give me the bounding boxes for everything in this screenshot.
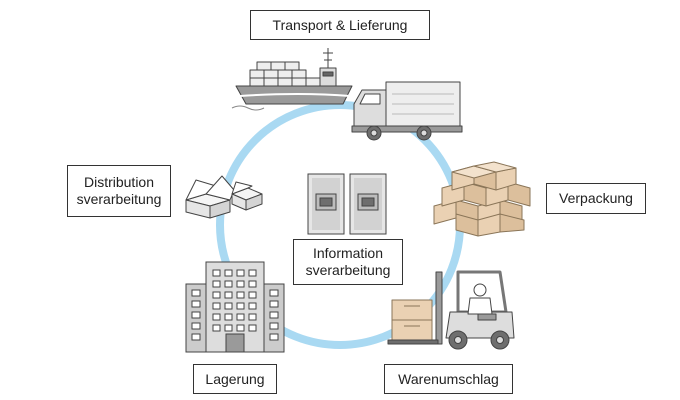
building-window <box>191 300 201 308</box>
building-window <box>236 313 245 321</box>
building-window <box>224 313 233 321</box>
label-lagerung-text: Lagerung <box>205 370 265 387</box>
label-verpackung-text: Verpackung <box>559 190 633 206</box>
label-distribution-text: Distribution sverarbeitung <box>76 174 162 207</box>
building-window <box>224 291 233 299</box>
warehouse-building-icon <box>185 261 285 353</box>
label-verpackung: Verpackung <box>546 183 646 214</box>
ship-icon <box>231 48 353 111</box>
building-window <box>248 324 257 332</box>
building-window <box>248 280 257 288</box>
building-window <box>269 322 279 330</box>
building-window <box>212 302 221 310</box>
label-lagerung: Lagerung <box>193 364 277 394</box>
label-warenumschlag-text: Warenumschlag <box>398 370 499 387</box>
building-window <box>224 324 233 332</box>
truck-icon <box>351 81 463 141</box>
building-window <box>212 269 221 277</box>
building-window <box>224 280 233 288</box>
building-window <box>248 313 257 321</box>
building-window <box>269 289 279 297</box>
building-window <box>269 300 279 308</box>
building-window <box>191 333 201 341</box>
building-window <box>212 313 221 321</box>
building-window <box>236 291 245 299</box>
boxes-stack-icon <box>433 161 531 237</box>
building-window <box>236 269 245 277</box>
building-window <box>248 291 257 299</box>
label-information-text: Information sverarbeitung <box>305 245 391 278</box>
building-window <box>191 289 201 297</box>
building-window <box>248 302 257 310</box>
building-window <box>236 324 245 332</box>
building-window <box>212 280 221 288</box>
label-informationsverarbeitung: Information sverarbeitung <box>293 239 403 285</box>
open-boxes-icon <box>185 175 263 219</box>
building-window <box>191 322 201 330</box>
building-window <box>212 324 221 332</box>
label-warenumschlag: Warenumschlag <box>384 364 513 394</box>
building-window <box>224 269 233 277</box>
label-distributionsverarbeitung: Distribution sverarbeitung <box>67 165 171 217</box>
building-window <box>269 333 279 341</box>
building-window <box>212 291 221 299</box>
building-window <box>191 311 201 319</box>
forklift-icon <box>387 270 515 350</box>
building-window <box>236 302 245 310</box>
server-cabinet-icon <box>307 173 387 235</box>
label-transport-text: Transport & Lieferung <box>272 16 408 33</box>
building-window <box>269 311 279 319</box>
building-window <box>224 302 233 310</box>
building-window <box>236 280 245 288</box>
label-transport-lieferung: Transport & Lieferung <box>250 10 430 40</box>
building-window <box>248 269 257 277</box>
